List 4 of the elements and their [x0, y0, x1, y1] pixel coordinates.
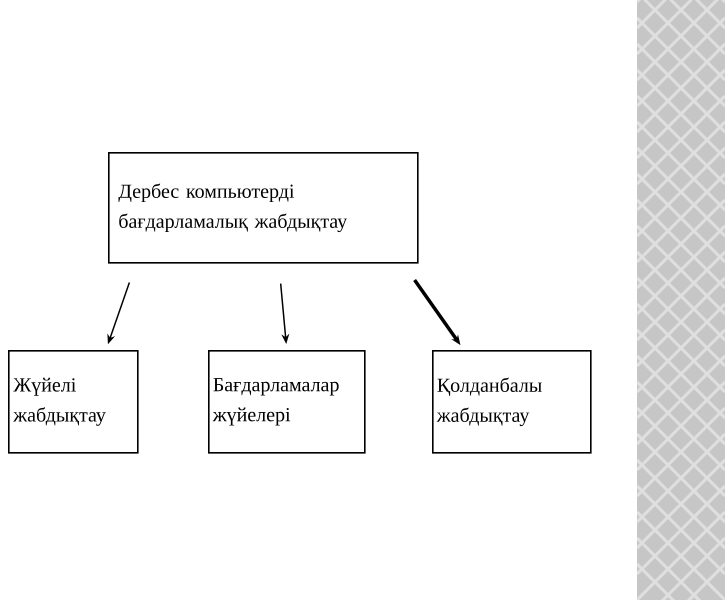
- text-box: Қолданбалы жабдықтау: [432, 350, 592, 454]
- text-box: Бағдарламалар жүйелері: [208, 350, 366, 454]
- text-box: Жүйелі жабдықтау: [8, 350, 139, 454]
- text-box: Дербес компьютерді бағдарламалық жабдықтау: [108, 152, 419, 264]
